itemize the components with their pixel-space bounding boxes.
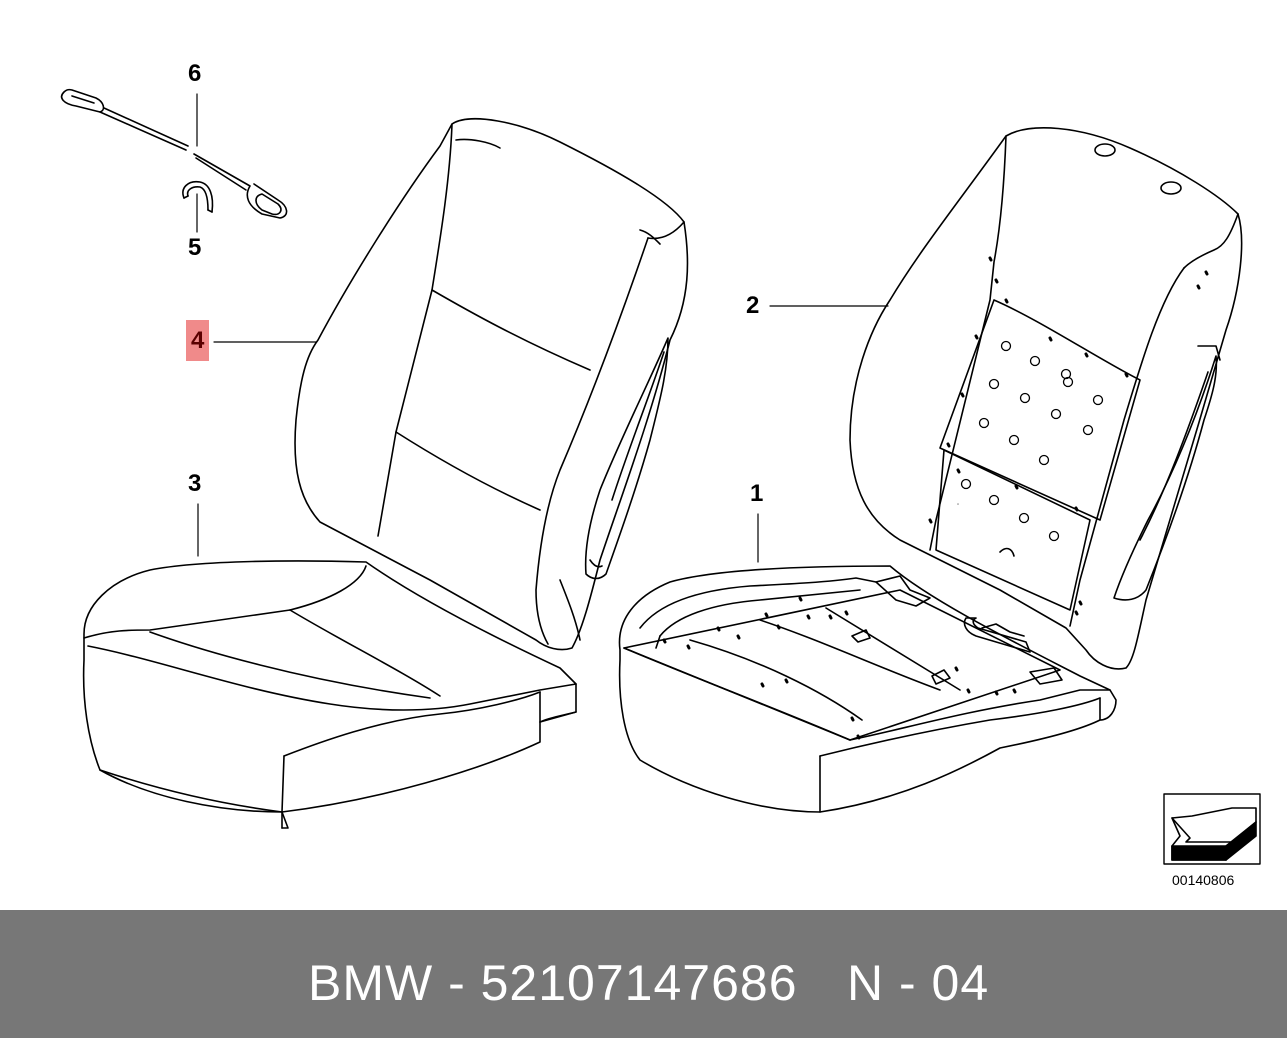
callout-6[interactable]: 6 (188, 60, 202, 87)
callout-3[interactable]: 3 (188, 470, 202, 497)
callout-2[interactable]: 2 (746, 292, 760, 319)
footer-section-code: N - 04 (847, 955, 990, 1011)
callout-5[interactable]: 5 (188, 234, 202, 261)
seat-foam-part-1 (618, 565, 1117, 813)
diagram-code: 00140806 (1172, 872, 1235, 888)
parts-diagram (60, 88, 1261, 865)
orientation-arrow-icon (1163, 793, 1261, 865)
footer-bar: BMW - 52107147686 N - 04 (0, 910, 1287, 1038)
callout-1[interactable]: 1 (750, 480, 764, 507)
clip-part-5 (182, 180, 214, 213)
wire-cable-part-6 (60, 88, 288, 219)
backrest-foam-part-2 (849, 127, 1243, 670)
callout-4-highlighted[interactable]: 4 (186, 320, 210, 361)
backrest-cover-part-4 (294, 118, 689, 651)
footer-part-number: BMW - 52107147686 (308, 955, 798, 1011)
seat-cushion-cover-part-3 (82, 560, 577, 829)
